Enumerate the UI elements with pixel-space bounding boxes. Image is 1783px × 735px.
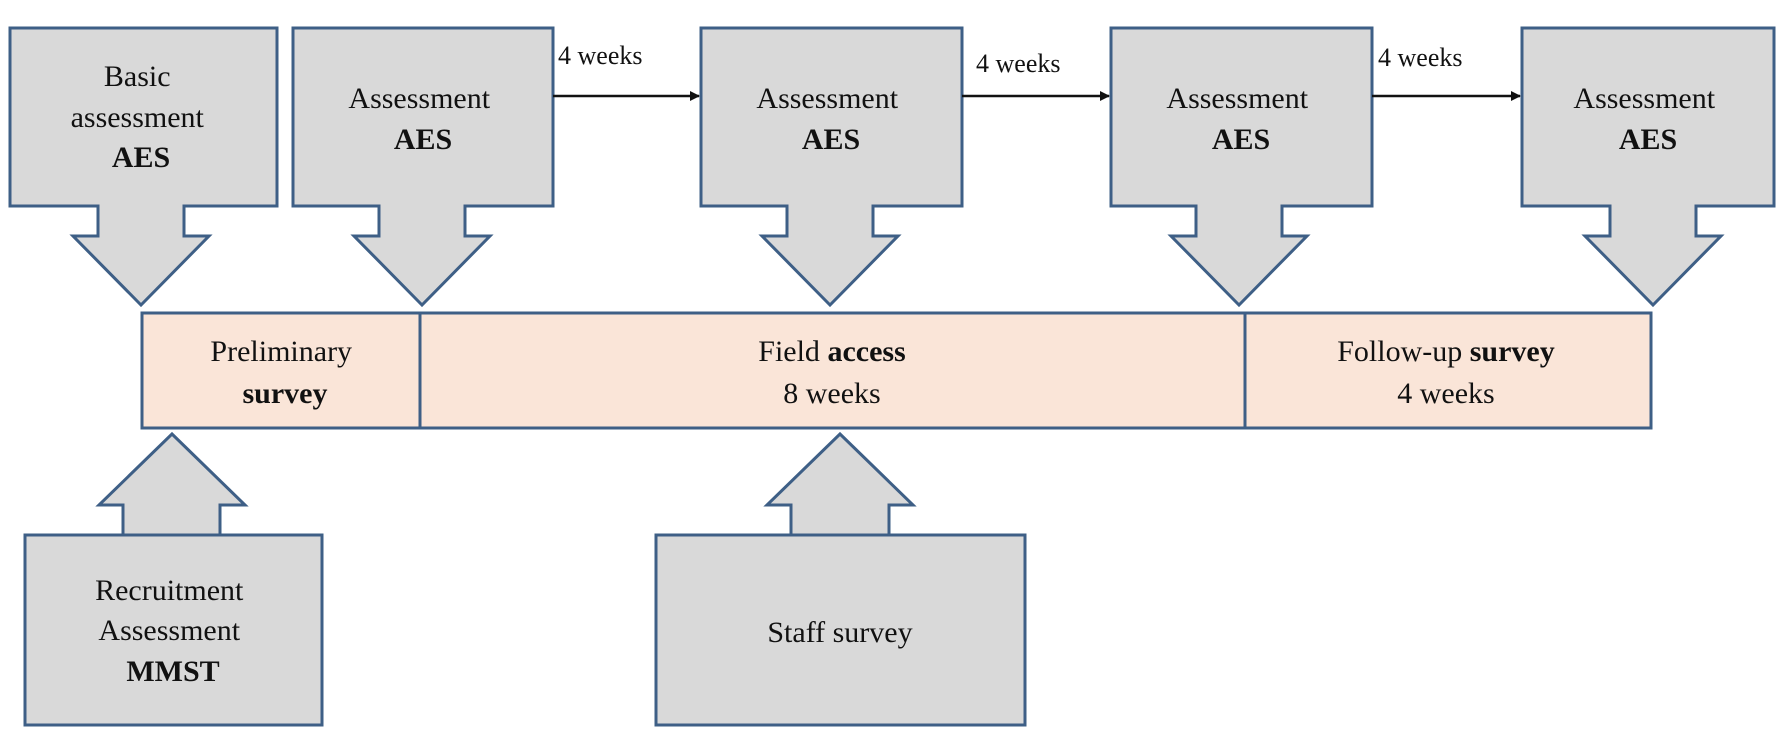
phase-label: Preliminary	[210, 335, 352, 368]
svg-text:Assessment AES: Assessment AES	[1166, 82, 1315, 156]
callout-shape	[654, 431, 1027, 727]
callout-line-bold: AES	[1619, 123, 1677, 156]
svg-text:Assessment AES: Assessment AES	[1573, 82, 1722, 156]
svg-text:Recruitment Assessment: Recruitment Assessment MMST	[95, 574, 251, 688]
assessment-callout-4: Assessment AES	[1520, 26, 1776, 308]
svg-text:Assessment AES: Assessment AES	[348, 82, 497, 156]
callout-line: Assessment	[1573, 82, 1715, 115]
phase-label-bold: access	[827, 335, 905, 368]
callout-line: Basic	[104, 60, 171, 93]
svg-text:Assessment AES: Assessment AES	[756, 82, 905, 156]
callout-line: Staff survey	[767, 616, 912, 649]
phase-duration: 8 weeks	[783, 377, 880, 410]
phase-preliminary-survey	[140, 311, 422, 430]
callout-line: Assessment	[98, 614, 240, 647]
callout-line: Recruitment	[95, 574, 244, 607]
staff-survey-callout: Staff survey	[654, 431, 1027, 727]
interval-connector-3: 4 weeks	[1372, 43, 1521, 101]
callout-shape	[1520, 26, 1776, 308]
interval-connector-1: 4 weeks	[553, 41, 700, 101]
assessment-callout-2: Assessment AES	[699, 26, 964, 308]
callout-line: Assessment	[756, 82, 898, 115]
callout-line-bold: AES	[1212, 123, 1270, 156]
interval-connector-2: 4 weeks	[962, 49, 1110, 101]
callout-shape	[8, 26, 279, 308]
assessment-callout-3: Assessment AES	[1109, 26, 1374, 308]
assessment-callout-1: Assessment AES	[291, 26, 555, 308]
phase-field-access	[418, 311, 1247, 430]
interval-label: 4 weeks	[558, 41, 642, 70]
timeline-bar: Preliminary survey Field access 8 weeks …	[140, 311, 1653, 430]
callout-shape	[291, 26, 555, 308]
callout-line-bold: AES	[802, 123, 860, 156]
callout-line: Assessment	[1166, 82, 1308, 115]
svg-text:Basic assessment A: Basic assessment AES	[71, 60, 212, 174]
callout-shape	[699, 26, 964, 308]
interval-label: 4 weeks	[976, 49, 1060, 78]
phase-duration: 4 weeks	[1397, 377, 1494, 410]
phase-follow-up-survey	[1243, 311, 1653, 430]
phase-label-bold: survey	[1470, 335, 1555, 368]
phase-label: Follow-up	[1337, 335, 1470, 368]
recruitment-callout: Recruitment Assessment MMST	[23, 431, 324, 727]
phase-label: Field	[758, 335, 827, 368]
interval-label: 4 weeks	[1378, 43, 1462, 72]
assessment-callout-basic: Basic assessment AES	[8, 26, 279, 308]
callout-line-bold: AES	[394, 123, 452, 156]
phase-label-bold: survey	[243, 377, 328, 410]
svg-text:Follow-up survey: Follow-up survey	[1337, 335, 1555, 368]
callout-line-bold: AES	[112, 141, 170, 174]
callout-line: Assessment	[348, 82, 490, 115]
svg-text:Preliminary survey: Preliminary survey	[210, 335, 359, 410]
callout-line-bold: MMST	[126, 655, 219, 688]
svg-text:Field access: Field access	[758, 335, 905, 368]
callout-shape	[1109, 26, 1374, 308]
callout-line: assessment	[71, 101, 205, 134]
callout-shape	[23, 431, 324, 727]
